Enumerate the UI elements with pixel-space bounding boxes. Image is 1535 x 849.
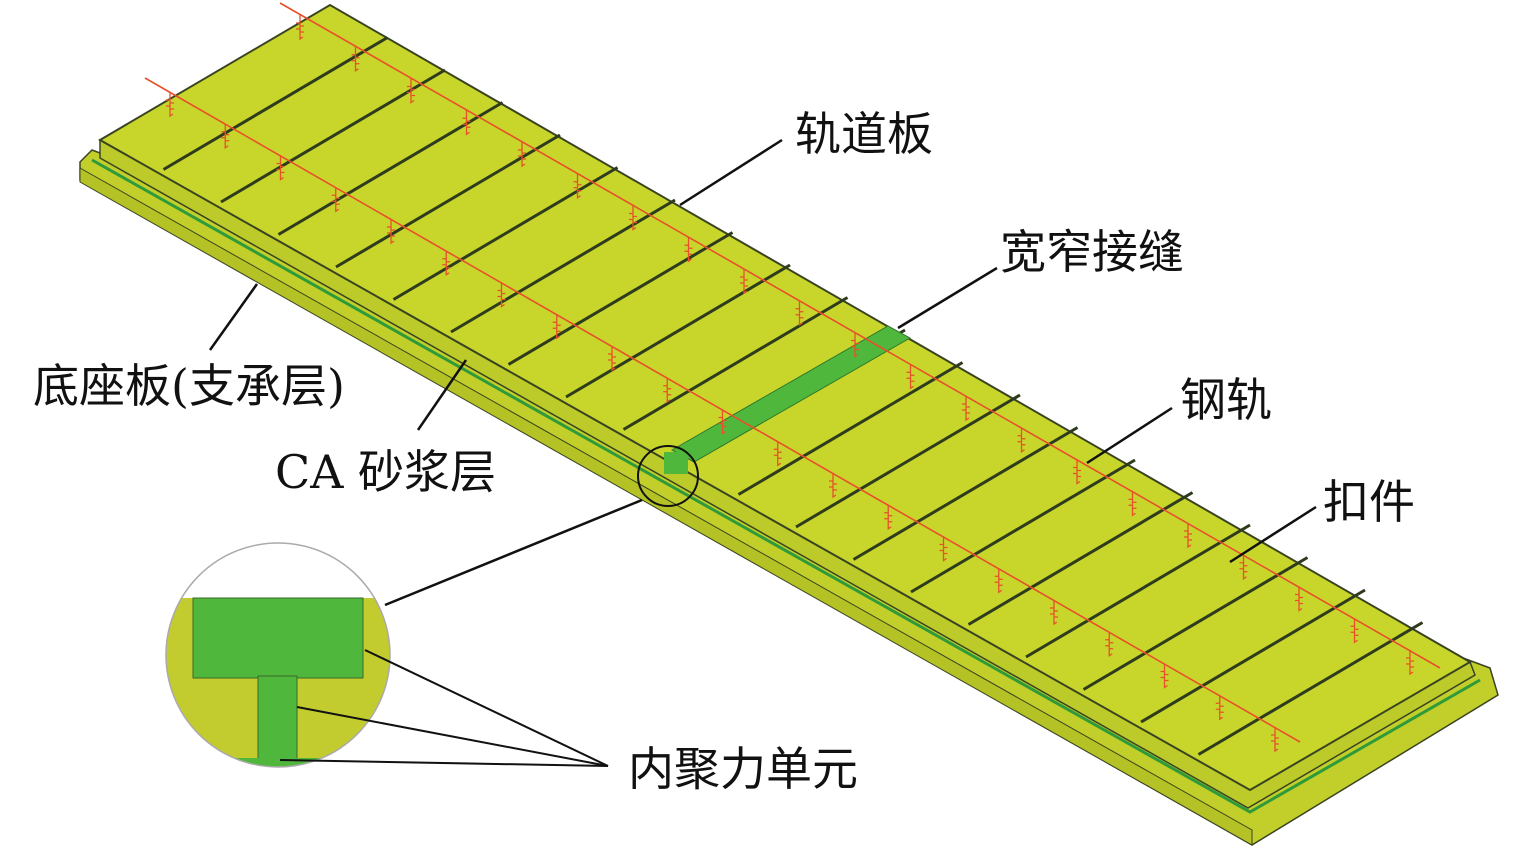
slab-joint-line <box>737 361 964 496</box>
fastener-spring <box>1184 523 1192 549</box>
label-track-slab: 轨道板 <box>795 107 933 161</box>
fastener-spring <box>1050 600 1058 626</box>
label-wide-narrow-joint: 宽窄接缝 <box>1000 225 1184 279</box>
fastener-spring <box>221 123 230 149</box>
label-fastener: 扣件 <box>1323 475 1415 529</box>
label-rail: 钢轨 <box>1180 373 1272 427</box>
fastener-spring <box>331 187 340 213</box>
magnified-view <box>166 543 390 767</box>
slab-joint-line <box>565 263 791 399</box>
fastener-spring <box>1073 459 1081 485</box>
fastener-spring <box>552 314 561 340</box>
fastener-spring <box>663 377 672 403</box>
fastener-spring <box>497 282 506 308</box>
fastener-spring <box>1128 491 1137 517</box>
fastener-spring <box>442 250 451 276</box>
fastener-spring <box>1160 663 1169 689</box>
joint-end-block <box>664 452 688 474</box>
slab-joint-line <box>795 393 1021 529</box>
fastener-spring <box>608 346 616 372</box>
label-ca-mortar: CA 砂浆层 <box>275 445 496 499</box>
slab-joint-line <box>450 198 676 334</box>
fastener-spring <box>718 409 727 435</box>
cohesive-stem <box>257 675 298 767</box>
fastener-spring <box>773 441 782 467</box>
fastener-spring <box>296 15 304 41</box>
fastener-spring <box>884 504 893 530</box>
slab-joint-line <box>392 166 619 301</box>
fastener-spring <box>1215 695 1224 721</box>
fastener-spring <box>407 78 415 104</box>
slab-joint-line <box>910 458 1136 594</box>
fastener-spring <box>1271 727 1279 753</box>
ca-mortar-layer <box>91 158 1481 814</box>
fastener-spring <box>387 219 395 245</box>
fastener-spring <box>994 568 1003 594</box>
slab-joint-line <box>1025 523 1251 659</box>
slab-joint-line <box>1140 588 1366 724</box>
slab-joint-line <box>622 296 849 431</box>
fastener-spring <box>1406 650 1414 676</box>
fastener-spring <box>629 205 637 231</box>
fastener-spring <box>851 332 859 358</box>
label-leaders <box>208 138 1317 564</box>
fastener-spring <box>795 300 804 326</box>
slab-joint-line <box>507 231 734 366</box>
rail-right <box>279 2 1441 669</box>
label-base-plate: 底座板(支承层) <box>33 359 345 413</box>
fastener-spring <box>573 173 582 199</box>
slab-joint-line <box>335 133 561 269</box>
fastener-spring <box>276 155 285 181</box>
fastener-spring <box>1350 618 1359 644</box>
fastener-spring <box>1105 631 1114 657</box>
fastener-spring <box>166 92 174 118</box>
fasteners <box>166 15 1414 753</box>
slab-joint-line <box>852 426 1079 561</box>
label-cohesive-element: 内聚力单元 <box>628 742 858 796</box>
cohesive-leaders <box>279 649 609 767</box>
slab-joint-line <box>1197 621 1424 756</box>
fastener-spring <box>740 269 748 295</box>
fastener-spring <box>684 237 693 263</box>
fastener-spring <box>829 473 837 499</box>
fastener-spring <box>1017 427 1026 453</box>
detail-leader <box>384 498 643 607</box>
slab-joint-line <box>1082 556 1309 691</box>
slab-joint-line <box>162 36 389 171</box>
fastener-spring <box>351 46 360 72</box>
fastener-spring <box>962 396 970 422</box>
fastener-spring <box>906 364 915 390</box>
cohesive-top <box>192 597 364 679</box>
fastener-spring <box>518 142 526 168</box>
slab-joint-line <box>967 491 1194 626</box>
detail-marker-circle <box>637 445 699 507</box>
cohesive-bottom <box>166 758 390 767</box>
fastener-spring <box>462 110 471 136</box>
fastener-spring <box>939 536 948 562</box>
fastener-spring <box>1239 554 1248 580</box>
fastener-spring <box>1295 586 1303 612</box>
